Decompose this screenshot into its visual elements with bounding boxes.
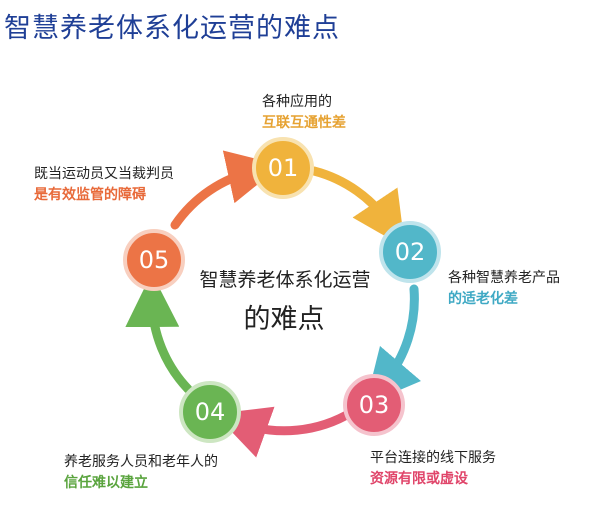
label-03-desc: 平台连接的线下服务: [370, 450, 496, 466]
svg-text:02: 02: [395, 238, 426, 266]
node-03: 03: [343, 374, 405, 436]
arc-02-03: [365, 284, 422, 405]
svg-text:04: 04: [195, 398, 226, 426]
label-04: 养老服务人员和老年人的 信任难以建立: [64, 452, 218, 494]
label-01-desc: 各种应用的: [262, 94, 332, 110]
label-03-issue: 资源有限或虚设: [370, 471, 468, 487]
label-05: 既当运动员又当裁判员 是有效监管的障碍: [34, 164, 174, 206]
arc-03-04: [214, 406, 357, 458]
center-line-2: 的难点: [244, 304, 325, 335]
node-04: 04: [179, 381, 241, 443]
label-02: 各种智慧养老产品 的适老化差: [448, 268, 560, 310]
label-01-issue: 互联互通性差: [262, 115, 346, 131]
svg-text:01: 01: [268, 154, 299, 182]
arc-01-02: [309, 166, 406, 248]
label-03: 平台连接的线下服务 资源有限或虚设: [370, 448, 496, 490]
label-02-desc: 各种智慧养老产品: [448, 270, 560, 286]
label-04-issue: 信任难以建立: [64, 475, 148, 491]
node-05: 05: [123, 229, 185, 291]
svg-text:03: 03: [359, 391, 390, 419]
arc-04-05: [125, 273, 193, 394]
label-04-desc: 养老服务人员和老年人的: [64, 454, 218, 470]
center-line-1: 智慧养老体系化运营: [199, 269, 370, 291]
label-01: 各种应用的 互联互通性差: [262, 92, 346, 134]
arc-05-01: [170, 150, 282, 230]
label-02-issue: 的适老化差: [448, 291, 518, 307]
svg-text:05: 05: [139, 246, 170, 274]
label-05-issue: 是有效监管的障碍: [34, 187, 146, 203]
page-title: 智慧养老体系化运营的难点: [4, 13, 340, 44]
node-02: 02: [379, 221, 441, 283]
label-05-desc: 既当运动员又当裁判员: [34, 166, 174, 182]
node-01: 01: [252, 137, 314, 199]
